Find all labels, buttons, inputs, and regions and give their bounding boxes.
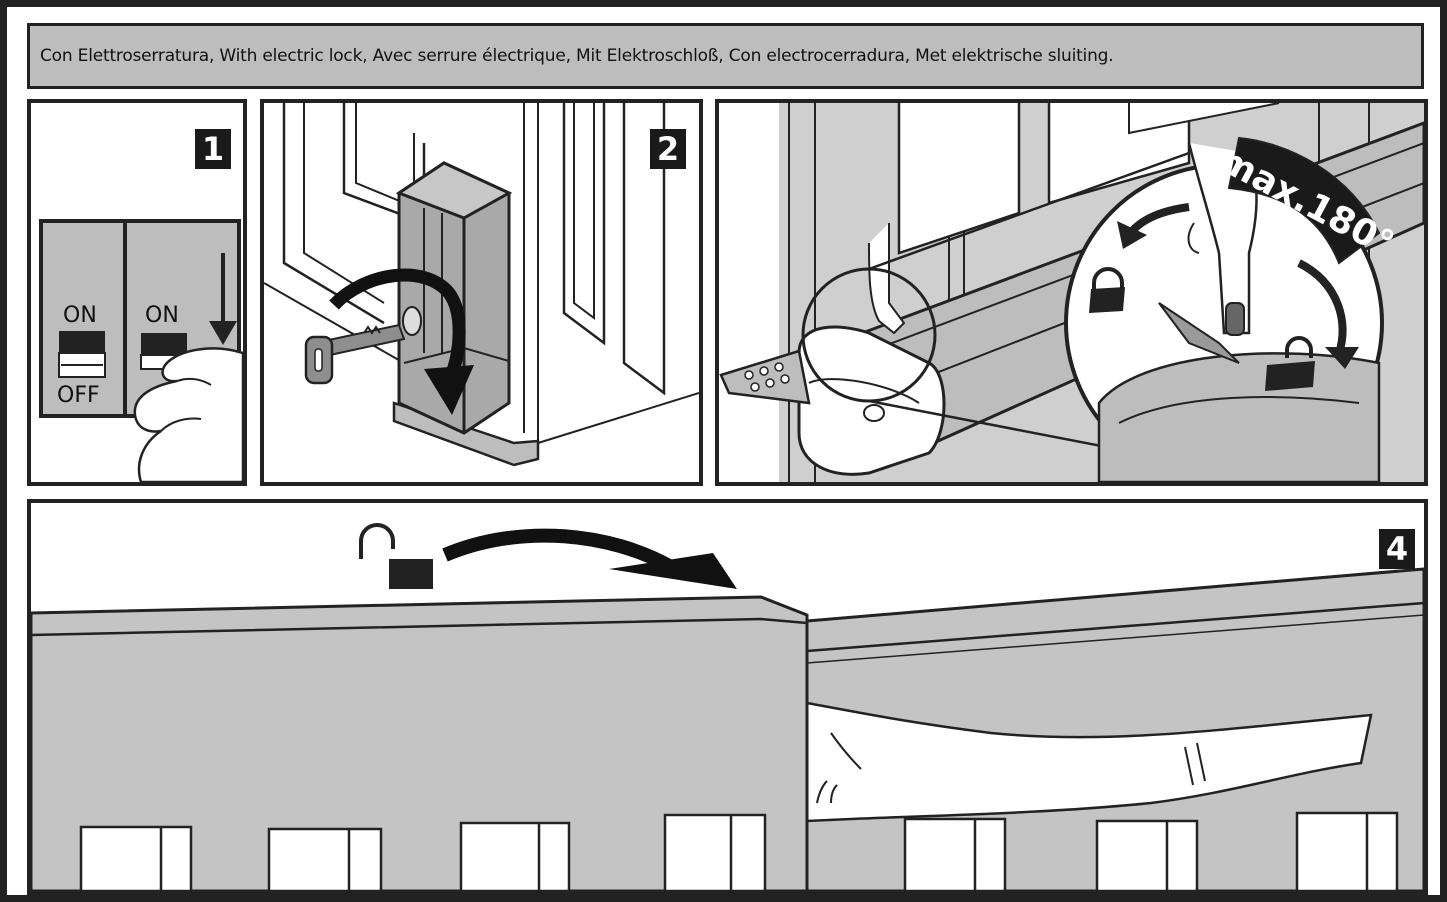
right-toggle-dark [141,333,187,355]
step-1-panel: 1 ON OFF ON [27,99,247,486]
key-icon [322,323,406,357]
keyhole-icon [402,306,422,336]
mounting-plate [719,349,811,405]
left-off-label: OFF [57,383,100,408]
step-3-panel: max.180° [715,99,1428,486]
unlocked-padlock-icon [1092,267,1124,293]
step-4-badge: 4 [1379,529,1415,569]
step-4-panel: 4 [27,499,1428,895]
gate-open-illustration [31,523,1424,891]
caption-bar: Con Elettroserratura, With electric lock… [27,23,1424,89]
padlock-icon [1285,336,1313,358]
motor-release-illustration [719,103,1424,482]
breaker-switch-illustration [39,219,243,482]
open-arrow-icon [442,528,675,574]
rotate-right-arrow-icon [1297,259,1347,355]
rotate-arrow-icon [329,268,466,376]
release-lever [1158,302,1240,364]
hand-icon [133,347,243,482]
max-angle-band [1227,136,1381,265]
right-on-label: ON [145,303,179,328]
left-toggle-dark [59,331,105,353]
unlocked-padlock-icon [359,523,395,559]
release-key-icon [1225,302,1245,336]
step-1-badge: 1 [195,129,231,169]
left-on-label: ON [63,303,97,328]
caption-text: Con Elettroserratura, With electric lock… [40,46,1114,66]
step-2-panel: 2 [260,99,703,486]
step-2-badge: 2 [650,129,686,169]
hand-icon [805,701,1373,823]
gate-post-key-illustration [264,103,699,467]
